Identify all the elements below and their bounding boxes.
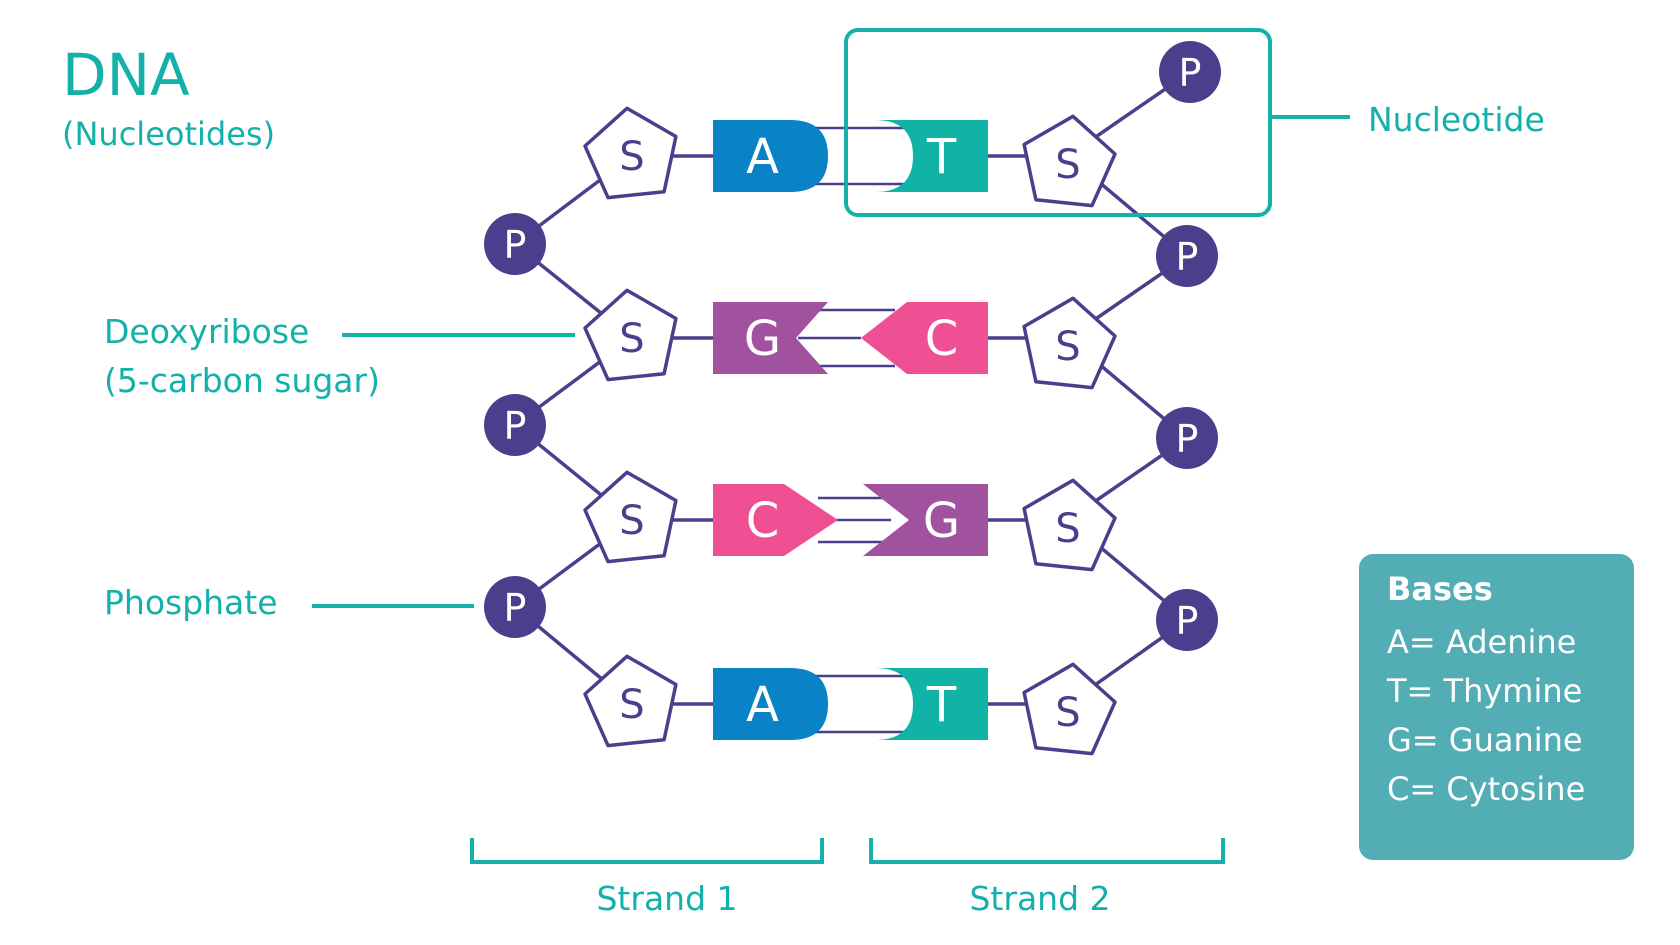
diagram-title: DNA [62, 41, 190, 109]
base-label-G: G [923, 493, 960, 549]
base-label-C: C [746, 493, 780, 549]
legend-box [1359, 554, 1634, 860]
phosphate-left [484, 394, 546, 456]
phosphate-left [484, 213, 546, 275]
base-label-T: T [926, 129, 957, 185]
strand1-bracket [470, 838, 824, 864]
strand1-label: Strand 1 [596, 879, 737, 918]
phosphate-symbol: P [504, 404, 527, 448]
sugar-label: S [619, 134, 644, 180]
sugar-right [1022, 114, 1117, 208]
sugar-left [583, 288, 678, 382]
phosphate-symbol: P [504, 586, 527, 630]
phosphate-label: Phosphate [104, 583, 278, 622]
sugar-label: S [1055, 690, 1080, 736]
base-label-G: G [744, 311, 781, 367]
sugar-left [583, 654, 678, 748]
legend-item-guanine: G= Guanine [1387, 721, 1583, 759]
base-T [875, 668, 988, 740]
backbone-nodes: S S S S S S S S P P P P P P P [484, 41, 1221, 756]
nucleotide-label: Nucleotide [1368, 100, 1545, 139]
sugar-label: S [1055, 506, 1080, 552]
base-A [713, 120, 828, 192]
sugar-label: S [619, 316, 644, 362]
nucleotide-highlight-box [844, 28, 1272, 217]
sugar-label: S [619, 498, 644, 544]
deoxyribose-label: Deoxyribose [104, 312, 309, 351]
phosphate-right [1156, 589, 1218, 651]
legend-item-adenine: A= Adenine [1387, 623, 1576, 661]
phosphate-right [1156, 407, 1218, 469]
sugar-right [1022, 296, 1117, 390]
base-C [861, 302, 988, 374]
phosphate-symbol: P [1176, 599, 1199, 643]
phosphate-symbol: P [1176, 417, 1199, 461]
sugar-label: S [1055, 324, 1080, 370]
base-T [875, 120, 988, 192]
sugar-right [1022, 478, 1117, 572]
base-G [863, 484, 988, 556]
diagram-subtitle: (Nucleotides) [62, 115, 275, 153]
deoxyribose-sublabel: (5-carbon sugar) [104, 361, 380, 400]
base-label-T: T [926, 677, 957, 733]
strand2-bracket [869, 838, 1225, 864]
phosphate-symbol: P [1176, 235, 1199, 279]
sugar-label: S [1055, 142, 1080, 188]
strand2-label: Strand 2 [969, 879, 1110, 918]
sugar-label: S [619, 682, 644, 728]
phosphate-left [484, 576, 546, 638]
base-A [713, 668, 828, 740]
phosphate-right [1156, 225, 1218, 287]
legend-item-cytosine: C= Cytosine [1387, 770, 1585, 808]
phosphate-symbol: P [1179, 51, 1202, 95]
sugar-left [583, 470, 678, 564]
base-pairs: A T G C C G A T [672, 120, 1028, 740]
legend-title: Bases [1387, 570, 1493, 608]
legend-item-thymine: T= Thymine [1386, 672, 1582, 710]
sugar-left [583, 106, 678, 200]
sugar-right [1022, 662, 1117, 756]
phosphate-symbol: P [504, 223, 527, 267]
phosphate-top-right [1159, 41, 1221, 103]
base-label-A: A [746, 677, 779, 733]
base-label-C: C [925, 311, 959, 367]
base-G [713, 302, 828, 374]
base-C [713, 484, 838, 556]
base-label-A: A [746, 129, 779, 185]
